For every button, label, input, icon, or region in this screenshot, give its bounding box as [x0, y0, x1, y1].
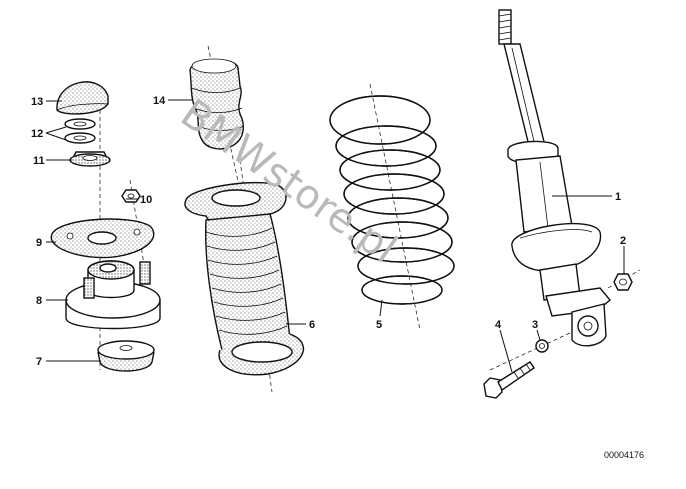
rubber-cap-part [56, 81, 109, 115]
self-locking-nut-part [613, 273, 633, 291]
shock-absorber-part [498, 9, 611, 347]
callout-1: 1 [615, 191, 621, 203]
callout-14: 14 [153, 95, 166, 107]
cup-washer-part [69, 151, 111, 167]
callout-12: 12 [31, 128, 43, 140]
strut-mount-part [65, 260, 161, 330]
callout-3: 3 [532, 319, 538, 331]
callout-11: 11 [33, 155, 45, 167]
bolt-part [483, 361, 535, 399]
bump-stop-part [189, 58, 245, 150]
dust-boot-part [184, 182, 304, 376]
callout-2: 2 [620, 235, 626, 247]
washers-part [64, 118, 96, 144]
callout-9: 9 [36, 237, 42, 249]
washer-part [535, 339, 549, 353]
coil-spring-part [329, 95, 455, 305]
callout-8: 8 [36, 295, 42, 307]
callout-5: 5 [376, 319, 382, 331]
nut-part [121, 189, 141, 203]
callout-10: 10 [140, 194, 152, 206]
rubber-pad-part [97, 340, 155, 372]
gasket-part [50, 218, 155, 259]
diagram-reference-number: 00004176 [604, 450, 644, 460]
callout-7: 7 [36, 356, 42, 368]
callout-13: 13 [31, 96, 43, 108]
callout-4: 4 [495, 319, 502, 331]
callout-6: 6 [309, 319, 315, 331]
